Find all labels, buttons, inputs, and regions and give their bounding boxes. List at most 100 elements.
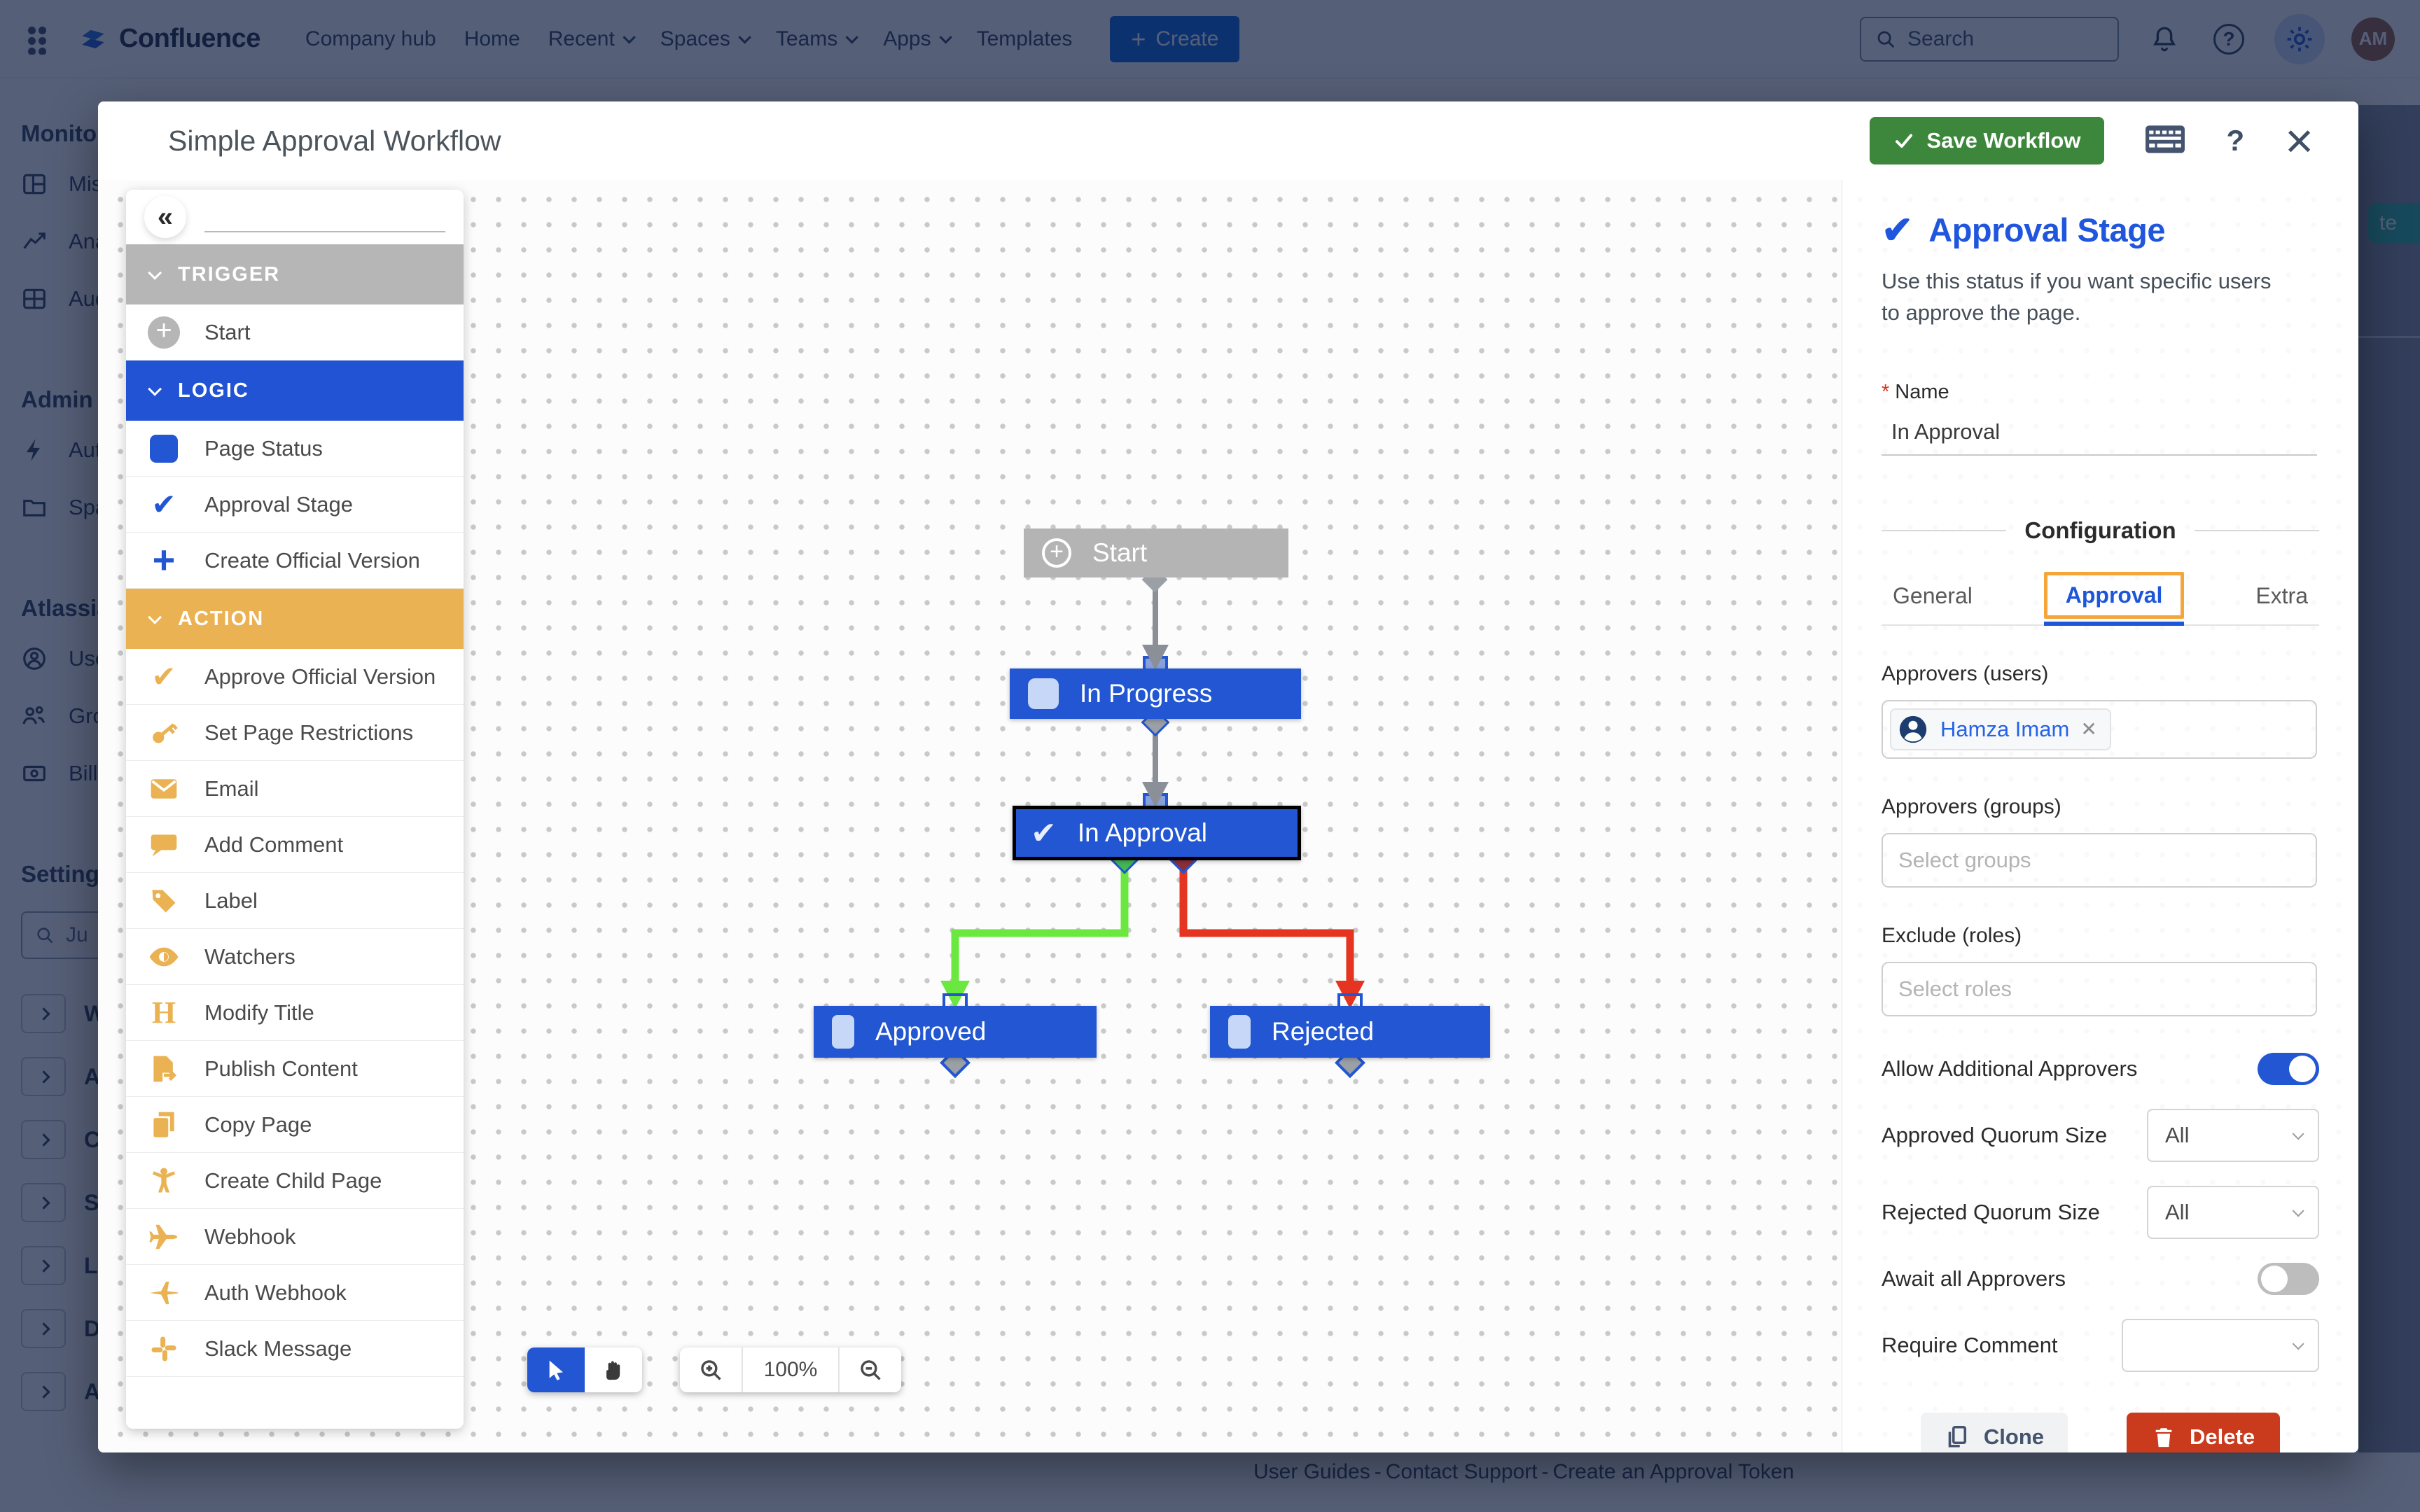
await-all-approvers-label: Await all Approvers — [1882, 1266, 2066, 1291]
palette-item-copy-page[interactable]: Copy Page — [126, 1097, 464, 1153]
require-comment-select[interactable] — [2122, 1318, 2319, 1372]
delete-button[interactable]: Delete — [2127, 1412, 2281, 1452]
tab-extra[interactable]: Extra — [2255, 582, 2308, 608]
palette-item-label[interactable]: Label — [126, 873, 464, 929]
pan-tool-button[interactable] — [585, 1348, 642, 1392]
keyboard-icon — [2146, 125, 2185, 153]
publish-icon — [147, 1054, 181, 1084]
require-comment-label: Require Comment — [1882, 1332, 2058, 1357]
allow-additional-approvers-toggle[interactable] — [2258, 1052, 2319, 1085]
node-label: In Progress — [1080, 679, 1213, 708]
palette-item-create-official-version[interactable]: Create Official Version — [126, 533, 464, 589]
palette-item-auth-webhook[interactable]: Auth Webhook — [126, 1265, 464, 1321]
node-in-progress[interactable]: In Progress — [1010, 668, 1301, 719]
remove-approver-icon[interactable]: ✕ — [2080, 718, 2097, 741]
plus-icon — [147, 545, 181, 576]
palette-item-add-comment[interactable]: Add Comment — [126, 817, 464, 873]
rejected-quorum-size-select[interactable]: All — [2147, 1185, 2319, 1239]
slack-icon — [147, 1334, 181, 1364]
approvers-groups-input[interactable] — [1882, 832, 2317, 888]
palette-item-set-page-restrictions[interactable]: Set Page Restrictions — [126, 705, 464, 761]
node-approved[interactable]: Approved — [814, 1006, 1097, 1058]
child-icon — [147, 1166, 181, 1196]
tab-general[interactable]: General — [1893, 582, 1973, 608]
node-start[interactable]: Start — [1024, 528, 1288, 578]
approved-quorum-size-select[interactable]: All — [2147, 1108, 2319, 1162]
allow-additional-approvers-label: Allow Additional Approvers — [1882, 1056, 2138, 1081]
modal-help-button[interactable]: ? — [2226, 124, 2245, 157]
close-icon[interactable]: × — [2285, 113, 2314, 168]
hand-icon — [606, 1361, 620, 1380]
approvers-users-input[interactable]: Hamza Imam ✕ — [1882, 699, 2317, 759]
groups-input[interactable] — [1898, 847, 2300, 873]
palette-section-action[interactable]: ACTION — [126, 589, 464, 649]
inspector-title: Approval Stage — [1928, 211, 2165, 248]
eye-icon — [147, 941, 181, 973]
page-status-icon — [1028, 678, 1059, 709]
await-all-approvers-toggle[interactable] — [2258, 1262, 2319, 1295]
save-workflow-button[interactable]: Save Workflow — [1869, 117, 2105, 164]
name-input[interactable] — [1882, 413, 2317, 456]
page-status-icon — [832, 1015, 854, 1049]
palette-item-email[interactable]: Email — [126, 761, 464, 817]
zoom-out-button[interactable] — [840, 1348, 901, 1392]
palette-item-webhook[interactable]: Webhook — [126, 1209, 464, 1265]
chevron-down-icon — [2292, 1338, 2304, 1350]
workflow-editor-modal: Simple Approval Workflow Save Workflow — [98, 102, 2358, 1452]
palette-section-trigger[interactable]: TRIGGER — [126, 244, 464, 304]
palette-search-input[interactable] — [204, 202, 445, 232]
circle-plus-icon — [1042, 538, 1071, 568]
approvers-users-label: Approvers (users) — [1882, 662, 2049, 685]
zoom-in-button[interactable] — [680, 1348, 742, 1392]
palette-item-publish-content[interactable]: Publish Content — [126, 1041, 464, 1097]
approver-name: Hamza Imam — [1940, 716, 2070, 741]
node-rejected[interactable]: Rejected — [1210, 1006, 1490, 1058]
zoom-level: 100% — [742, 1348, 840, 1392]
trash-icon — [2155, 1428, 2172, 1448]
palette-item-slack-message[interactable]: Slack Message — [126, 1321, 464, 1377]
check-icon — [147, 487, 181, 522]
palette-item-watchers[interactable]: Watchers — [126, 929, 464, 985]
exclude-roles-input[interactable] — [1882, 961, 2317, 1016]
palette-item-approve-official-version[interactable]: Approve Official Version — [126, 649, 464, 705]
tab-approval-active[interactable]: Approval — [2043, 571, 2185, 626]
keyboard-shortcuts-button[interactable] — [2145, 124, 2185, 158]
approvers-groups-label: Approvers (groups) — [1882, 794, 2061, 818]
roles-input[interactable] — [1898, 976, 2300, 1002]
key-icon — [147, 718, 181, 748]
heading-icon — [147, 995, 181, 1030]
envelope-icon — [147, 774, 181, 804]
check-icon — [1882, 208, 1913, 252]
palette-item-approval-stage[interactable]: Approval Stage — [126, 477, 464, 533]
palette-item-page-status[interactable]: Page Status — [126, 421, 464, 477]
zoom-in-icon — [701, 1360, 721, 1380]
clone-button[interactable]: Clone — [1920, 1412, 2068, 1452]
cursor-icon — [549, 1360, 563, 1380]
plane-icon — [147, 1221, 181, 1253]
approved-quorum-size-label: Approved Quorum Size — [1882, 1122, 2108, 1147]
palette-item-create-child-page[interactable]: Create Child Page — [126, 1153, 464, 1209]
workflow-builder-body: Start In Progress In Approval Approved R… — [98, 180, 2358, 1452]
palette-section-logic[interactable]: LOGIC — [126, 360, 464, 421]
node-label: Approved — [875, 1017, 987, 1046]
configuration-heading: Configuration — [1882, 517, 2319, 544]
node-in-approval-selected[interactable]: In Approval — [1013, 806, 1301, 860]
square-icon — [150, 434, 178, 463]
chevron-down-icon — [2292, 1128, 2304, 1140]
check-icon — [147, 659, 181, 694]
collapse-panel-button[interactable] — [144, 196, 186, 238]
select-tool-button[interactable] — [527, 1348, 585, 1392]
node-palette: TRIGGER Start LOGIC Page Status Approval… — [126, 190, 464, 1429]
configuration-tabs: General Approval Extra — [1882, 570, 2319, 626]
canvas-tool-switcher — [527, 1348, 642, 1392]
jet-icon — [147, 1277, 181, 1309]
inspector-description: Use this status if you want specific use… — [1882, 269, 2272, 325]
approver-chip[interactable]: Hamza Imam ✕ — [1890, 708, 2111, 750]
circle-plus-icon — [148, 316, 180, 349]
comment-icon — [147, 830, 181, 860]
node-inspector-panel: Approval Stage Use this status if you wa… — [1842, 180, 2358, 1452]
node-label: Rejected — [1272, 1017, 1375, 1046]
palette-item-start[interactable]: Start — [126, 304, 464, 360]
palette-item-modify-title[interactable]: Modify Title — [126, 985, 464, 1041]
clone-icon — [1948, 1425, 1966, 1448]
